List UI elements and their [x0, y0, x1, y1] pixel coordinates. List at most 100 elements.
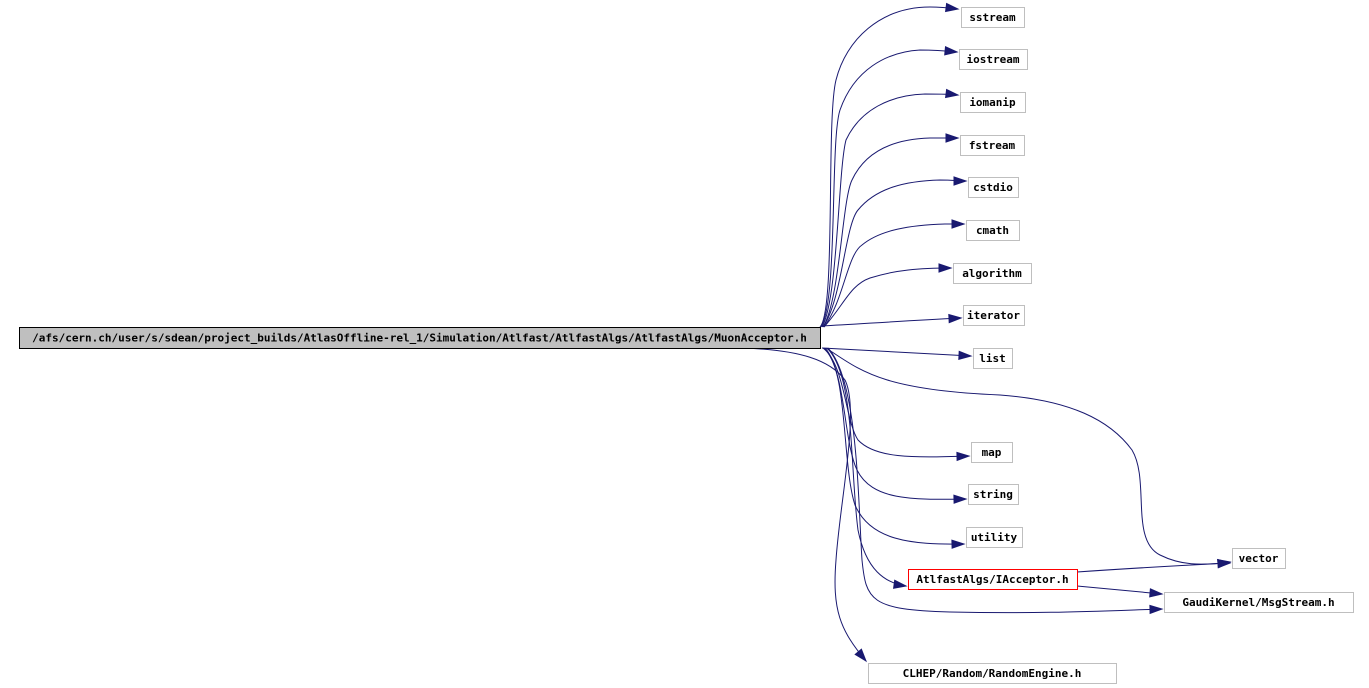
node-utility[interactable]: utility: [966, 527, 1023, 548]
node-string[interactable]: string: [968, 484, 1019, 505]
edge-root-to-iterator: [821, 313, 963, 327]
arrow-head: [956, 451, 971, 462]
node-msgstream[interactable]: GaudiKernel/MsgStream.h: [1164, 592, 1354, 613]
node-map[interactable]: map: [971, 442, 1013, 463]
arrow-head: [1149, 588, 1164, 598]
node-label: vector: [1239, 552, 1279, 565]
node-box: [1232, 548, 1286, 569]
edge-line: [819, 6, 959, 328]
node-label: string: [973, 488, 1013, 501]
node-label: iostream: [967, 53, 1020, 66]
arrow-head: [944, 46, 959, 56]
node-cmath[interactable]: cmath: [966, 220, 1020, 241]
edge-line: [827, 347, 1163, 614]
node-label: AtlfastAlgs/IAcceptor.h: [916, 573, 1068, 586]
edge-root-to-map: [822, 347, 971, 462]
edge-root-to-msgstream: [827, 347, 1164, 615]
node-label: /afs/cern.ch/user/s/sdean/project_builds…: [32, 332, 807, 345]
nodes-layer: /afs/cern.ch/user/s/sdean/project_builds…: [19, 7, 1354, 684]
edge-root-to-sstream: [819, 2, 960, 328]
edge-line: [821, 347, 972, 357]
arrow-head: [1217, 558, 1232, 569]
node-fstream[interactable]: fstream: [960, 135, 1025, 156]
edge-line: [1076, 585, 1163, 595]
edge-root-to-iacceptor: [826, 347, 908, 589]
edge-iacceptor-to-vector: [1076, 558, 1232, 573]
edge-root-to-iostream: [820, 46, 959, 328]
edges-layer: [743, 2, 1232, 663]
arrow-head: [945, 133, 960, 143]
node-box: [908, 569, 1078, 590]
arrow-head: [951, 539, 966, 549]
node-box: [959, 49, 1028, 70]
edge-line: [822, 137, 958, 328]
edge-root-to-utility: [824, 347, 966, 549]
edge-root-to-randomengine: [743, 347, 868, 663]
node-box: [968, 484, 1019, 505]
node-box: [973, 348, 1013, 369]
edge-line: [823, 267, 952, 328]
node-sstream[interactable]: sstream: [961, 7, 1025, 28]
node-box: [968, 177, 1019, 198]
node-label: utility: [971, 531, 1018, 544]
node-algorithm[interactable]: algorithm: [953, 263, 1032, 284]
edge-line: [825, 347, 1231, 565]
node-label: GaudiKernel/MsgStream.h: [1182, 596, 1334, 609]
node-label: iterator: [967, 309, 1020, 322]
edge-root-to-list: [821, 347, 973, 360]
node-label: map: [982, 446, 1002, 459]
node-box: [1164, 592, 1354, 613]
edge-line: [743, 347, 867, 662]
node-label: cmath: [976, 224, 1009, 237]
edge-iacceptor-to-msgstream: [1076, 585, 1164, 598]
node-box: [19, 327, 821, 349]
node-list[interactable]: list: [973, 348, 1013, 369]
edge-line: [822, 179, 967, 328]
edge-line: [820, 49, 958, 328]
arrow-head: [953, 494, 968, 504]
node-box: [960, 135, 1025, 156]
node-label: algorithm: [962, 267, 1022, 280]
arrow-head: [953, 176, 968, 186]
node-vector[interactable]: vector: [1232, 548, 1286, 569]
root-node: /afs/cern.ch/user/s/sdean/project_builds…: [19, 327, 821, 349]
node-label: cstdio: [973, 181, 1013, 194]
edge-line: [821, 317, 962, 327]
arrow-head: [938, 263, 953, 273]
node-box: [961, 7, 1025, 28]
node-box: [966, 220, 1020, 241]
node-label: sstream: [969, 11, 1016, 24]
node-box: [953, 263, 1032, 284]
edge-line: [823, 223, 964, 328]
edge-line: [826, 347, 907, 587]
arrow-head: [1149, 604, 1164, 615]
arrow-head: [945, 2, 960, 13]
edge-line: [824, 347, 965, 545]
edge-root-to-iomanip: [821, 88, 960, 328]
node-iterator[interactable]: iterator: [963, 305, 1025, 326]
node-iomanip[interactable]: iomanip: [960, 92, 1026, 113]
node-label: CLHEP/Random/RandomEngine.h: [903, 667, 1082, 680]
edge-root-to-algorithm: [823, 263, 953, 328]
arrow-head: [958, 350, 973, 360]
node-iostream[interactable]: iostream: [959, 49, 1028, 70]
edge-line: [822, 347, 970, 458]
node-randomengine[interactable]: CLHEP/Random/RandomEngine.h: [868, 663, 1117, 684]
node-iacceptor[interactable]: AtlfastAlgs/IAcceptor.h: [908, 569, 1078, 590]
node-label: iomanip: [969, 96, 1016, 109]
edge-root-to-cmath: [823, 219, 966, 328]
arrow-head: [854, 648, 868, 663]
node-cstdio[interactable]: cstdio: [968, 177, 1019, 198]
node-box: [960, 92, 1026, 113]
node-box: [971, 442, 1013, 463]
node-label: fstream: [969, 139, 1016, 152]
edge-root-to-fstream: [822, 133, 960, 328]
edge-root-to-cstdio: [822, 176, 968, 328]
arrow-head: [948, 313, 963, 324]
arrow-head: [951, 219, 966, 229]
edge-line: [821, 93, 959, 328]
arrow-head: [945, 88, 960, 99]
node-box: [963, 305, 1025, 326]
node-box: [868, 663, 1117, 684]
